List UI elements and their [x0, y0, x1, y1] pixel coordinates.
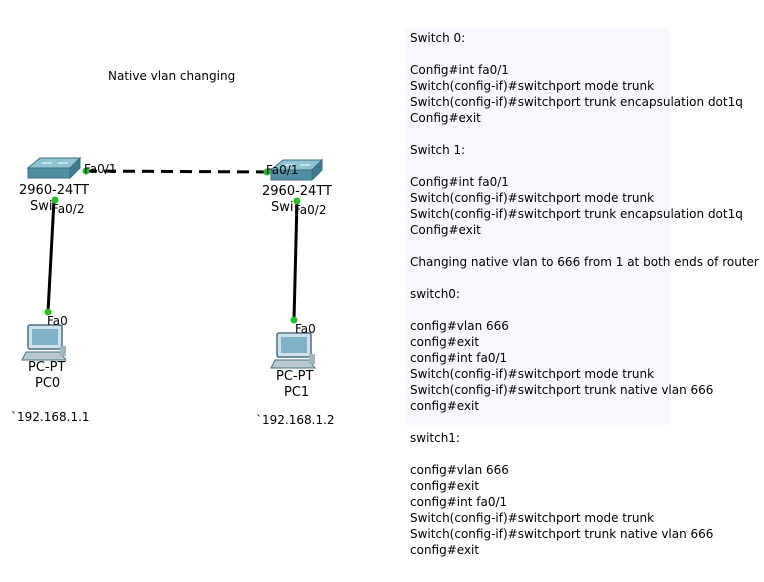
- access-link-pc1: [292, 200, 299, 321]
- trunk-link: [84, 169, 271, 174]
- config-note-line: Switch(config-if)#switchport mode trunk: [410, 191, 655, 205]
- switch0-icon[interactable]: [26, 156, 82, 180]
- network-topology: [21, 156, 324, 369]
- config-note-line: Switch(config-if)#switchport trunk nativ…: [410, 383, 714, 397]
- pc0-ip: `192.168.1.1: [11, 410, 90, 424]
- config-note-line: Config#exit: [410, 111, 481, 125]
- config-note-line: Switch 0:: [410, 31, 466, 45]
- pc0-icon[interactable]: [21, 324, 67, 361]
- notes-panel-background: [405, 28, 670, 425]
- config-note-line: Switch(config-if)#switchport mode trunk: [410, 367, 655, 381]
- config-note-line: [410, 414, 759, 430]
- config-note-line: [410, 126, 759, 142]
- config-note-line: [410, 446, 759, 462]
- config-note-line: [410, 270, 759, 286]
- link-status-icon: [263, 168, 271, 176]
- pc0-name: PC0: [35, 376, 61, 391]
- config-note-line: Config#int fa0/1: [410, 175, 509, 189]
- config-note-line: Changing native vlan to 666 from 1 at bo…: [410, 255, 759, 269]
- config-note-line: Switch(config-if)#switchport trunk encap…: [410, 207, 743, 221]
- config-note-line: config#exit: [410, 479, 480, 493]
- switch0-port-fa01: Fa0/1: [84, 162, 117, 176]
- config-note-line: config#int fa0/1: [410, 351, 508, 365]
- pc1-ip: `192.168.1.2: [256, 413, 335, 427]
- config-note-line: Config#exit: [410, 223, 481, 237]
- switch1-port-fa01: Fa0/1: [266, 163, 299, 177]
- switch0-model: 2960-24TT: [19, 183, 89, 198]
- pc1-type: PC-PT: [276, 369, 314, 384]
- config-note-line: [410, 158, 759, 174]
- config-note-line: config#vlan 666: [410, 319, 509, 333]
- config-note-line: Switch 1:: [410, 143, 466, 157]
- pc1-name: PC1: [284, 385, 310, 400]
- switch1-model: 2960-24TT: [262, 184, 332, 199]
- config-note-line: Switch(config-if)#switchport mode trunk: [410, 511, 655, 525]
- config-note-line: config#vlan 666: [410, 463, 509, 477]
- link-status-icon: [51, 196, 59, 204]
- config-note-line: switch0:: [410, 287, 460, 301]
- config-note-line: [410, 238, 759, 254]
- pc1-icon[interactable]: [270, 332, 316, 369]
- link-status-icon: [293, 197, 301, 205]
- config-note-line: Switch(config-if)#switchport trunk encap…: [410, 95, 743, 109]
- config-note-line: [410, 302, 759, 318]
- config-note-line: config#exit: [410, 335, 480, 349]
- config-note-line: config#int fa0/1: [410, 495, 508, 509]
- link-status-icon: [290, 316, 298, 324]
- link-status-icon: [44, 308, 52, 316]
- access-link-pc0: [46, 199, 56, 313]
- pc0-type: PC-PT: [28, 360, 66, 375]
- switch1-icon[interactable]: [269, 158, 324, 182]
- config-note-line: Switch(config-if)#switchport mode trunk: [410, 79, 655, 93]
- pc1-port: Fa0: [295, 322, 316, 336]
- config-note-line: config#exit: [410, 543, 480, 557]
- config-note-line: [410, 46, 759, 62]
- config-note-line: Config#int fa0/1: [410, 63, 509, 77]
- link-status-icon: [82, 167, 90, 175]
- config-note-line: switch1:: [410, 431, 460, 445]
- switch1-port-fa02: Fa0/2: [294, 203, 327, 217]
- diagram-title: Native vlan changing: [108, 69, 236, 83]
- pc0-port: Fa0: [47, 314, 68, 328]
- config-note-line: config#exit: [410, 399, 480, 413]
- switch0-port-fa02: Fa0/2: [52, 202, 85, 216]
- config-note-line: Switch(config-if)#switchport trunk nativ…: [410, 527, 714, 541]
